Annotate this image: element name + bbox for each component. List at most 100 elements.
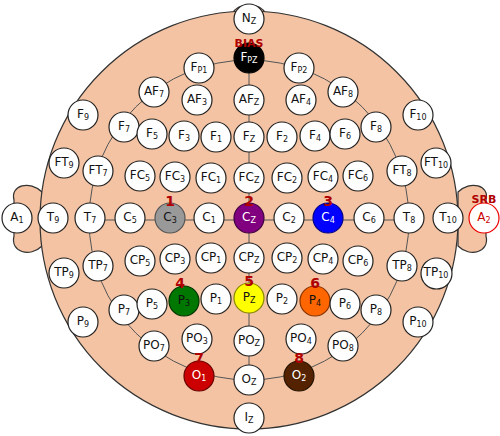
electrode-label: PO8 [327, 339, 359, 353]
electrode-outline [201, 122, 231, 152]
electrode-outline [361, 295, 391, 325]
electrode-outline [308, 162, 338, 192]
electrode-outline [125, 246, 155, 276]
electrode: OZ [233, 364, 265, 396]
electrode-outline [115, 203, 145, 233]
electrode-outline [194, 203, 224, 233]
electrode: F4 [299, 120, 331, 152]
electrode: FC2 [271, 162, 303, 194]
electrode-outline [109, 112, 139, 142]
electrode: F2 [266, 121, 298, 153]
electrode-label: P5 [136, 297, 168, 311]
electrode-label: CP1 [195, 251, 227, 265]
electrode: FC6 [342, 160, 374, 192]
electrode-outline [160, 162, 190, 192]
electrode-outline [184, 53, 214, 83]
electrode: CP2 [271, 242, 303, 274]
callout-number: 4 [175, 276, 185, 290]
electrode-outline [343, 161, 373, 191]
electrode-label: F6 [329, 127, 361, 141]
electrode-label: AFZ [233, 93, 265, 107]
electrode-outline [343, 246, 373, 276]
electrode: TP7 [82, 250, 114, 282]
electrode-label: FPZ [233, 51, 265, 65]
electrode-outline [234, 85, 264, 115]
electrode-outline [234, 163, 264, 193]
callout-number: 2 [244, 194, 254, 208]
electrode-role: SRB [472, 194, 497, 205]
electrode-label: FC6 [342, 169, 374, 183]
electrode-label: AF4 [285, 93, 317, 107]
electrode-label: FC3 [159, 170, 191, 184]
electrode-outline [300, 286, 330, 316]
electrode: AF7 [138, 76, 170, 108]
electrode: C2 [273, 202, 305, 234]
electrode-label: C3 [154, 211, 186, 225]
electrode-label: F5 [136, 127, 168, 141]
electrode-label: F8 [360, 120, 392, 134]
electrode-label: F9 [67, 108, 99, 122]
electrode-outline [421, 148, 451, 178]
electrode-outline [83, 156, 113, 186]
electrode-label: PO4 [285, 332, 317, 346]
electrode: FCZ [233, 162, 265, 194]
electrode-label: TP8 [386, 259, 418, 273]
electrode-label: T8 [393, 211, 425, 225]
electrode: TP8 [386, 250, 418, 282]
electrode-outline [403, 307, 433, 337]
electrode-outline [75, 203, 105, 233]
callout-number: 6 [310, 276, 320, 290]
electrode: FC1 [195, 162, 227, 194]
electrode-label: TP10 [420, 266, 453, 280]
electrode-label: FC2 [271, 171, 303, 185]
electrode-label: F4 [299, 129, 331, 143]
electrode-outline [49, 148, 79, 178]
electrode: P5 [136, 288, 168, 320]
electrode-label: CZ [233, 211, 265, 225]
electrode-label: F7 [108, 120, 140, 134]
electrode-label: POZ [233, 334, 265, 348]
electrode: FC3 [159, 161, 191, 193]
electrode-label: P10 [402, 315, 434, 329]
inner-ring [89, 60, 409, 380]
electrode: F9 [67, 99, 99, 131]
electrode: T8 [393, 202, 425, 234]
electrode-outline [267, 122, 297, 152]
electrode-outline [330, 119, 360, 149]
electrode-label: OZ [233, 373, 265, 387]
electrode: FT8 [386, 155, 418, 187]
electrode-outline [137, 119, 167, 149]
electrode: CP3 [159, 243, 191, 275]
electrode-label: CP6 [342, 254, 374, 268]
electrode: POZ [233, 325, 265, 357]
electrode-label: C6 [353, 211, 385, 225]
electrode-outline [234, 326, 264, 356]
electrode: CP1 [195, 242, 227, 274]
electrode-label: F10 [402, 108, 434, 122]
electrode-role: BIAS [235, 38, 264, 49]
scalp [40, 11, 458, 429]
electrode: FP1 [183, 52, 215, 84]
electrode: FT9 [48, 147, 80, 179]
electrode: C5 [114, 202, 146, 234]
electrode: FC5 [124, 160, 156, 192]
electrode: T10 [432, 202, 464, 234]
electrode-outline [234, 403, 264, 433]
electrode-label: T9 [37, 211, 69, 225]
electrode: AF4 [285, 84, 317, 116]
electrode: PO7 [138, 330, 170, 362]
electrode-outline [286, 324, 316, 354]
electrode-outline [109, 295, 139, 325]
electrode: FC4 [307, 161, 339, 193]
electrode: PO8 [327, 330, 359, 362]
electrode-outline [267, 284, 297, 314]
electrode: P9 [67, 306, 99, 338]
electrode-label: P7 [108, 303, 140, 317]
electrode-label: CP3 [159, 252, 191, 266]
electrode-label: AF7 [138, 85, 170, 99]
electrode: F6 [329, 118, 361, 150]
srb-reference-electrode: A2 [468, 202, 500, 234]
electrode-label: O2 [283, 369, 315, 383]
electrode-label: F1 [200, 130, 232, 144]
electrode-outline [328, 331, 358, 361]
